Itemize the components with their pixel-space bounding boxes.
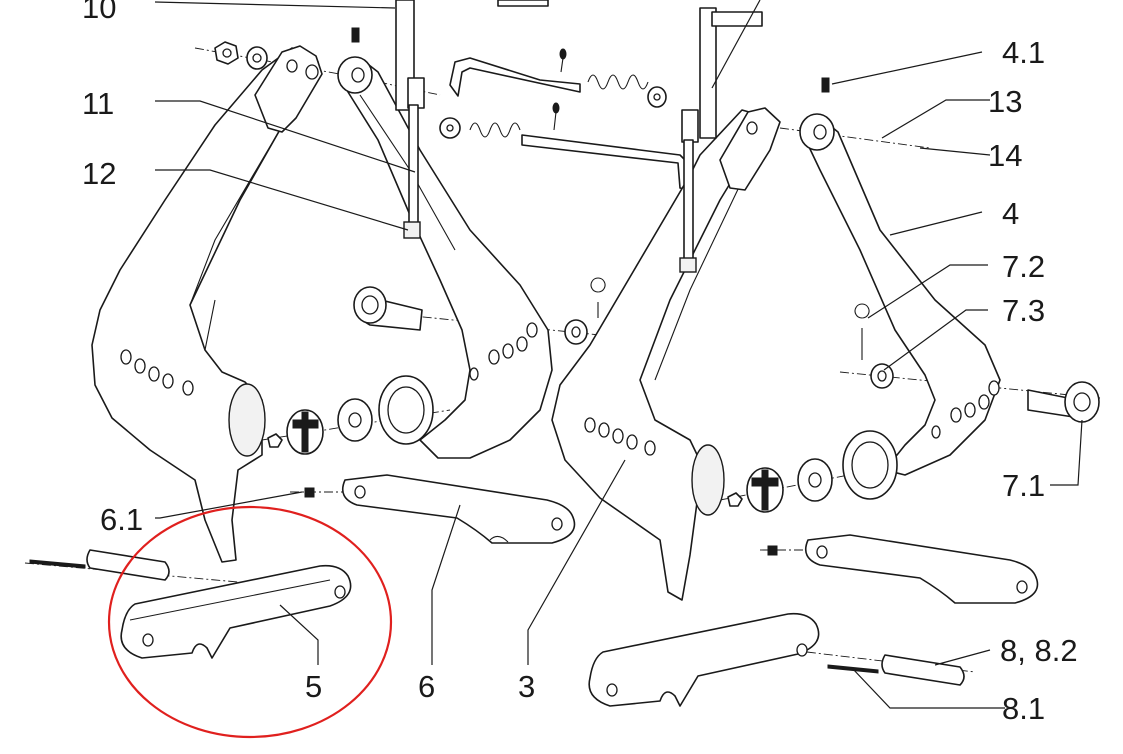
leader-lines [154, 0, 1083, 709]
spring-assembly-top [449, 48, 667, 108]
left-second-arm-holes [469, 322, 538, 381]
part-5-link [29, 549, 352, 659]
callout-13: 13 [988, 84, 1022, 119]
callout-8-8-2: 8, 8.2 [1000, 633, 1078, 668]
right-adjuster-rod [679, 7, 763, 273]
callout-7-3: 7.3 [1002, 293, 1045, 328]
callout-11: 11 [82, 86, 114, 121]
callout-3: 3 [518, 669, 535, 704]
right-link-upper [767, 534, 1039, 604]
right-arm-hole-row [584, 417, 656, 456]
right-second-arm-holes [931, 380, 1000, 439]
callout-4: 4 [1002, 196, 1019, 231]
callout-14: 14 [988, 138, 1022, 173]
left-brake-arm [91, 41, 323, 563]
callout-8-1: 8.1 [1002, 691, 1045, 726]
callout-6: 6 [418, 669, 435, 704]
callout-12: 12 [82, 156, 116, 191]
right-hub-parts [727, 303, 1100, 513]
part-5-highlight-ring [107, 505, 393, 739]
callout-7-2: 7.2 [1002, 249, 1045, 284]
callout-labels: 10 11 12 6.1 5 6 3 4.1 13 14 4 7.2 7.3 7… [82, 0, 1078, 726]
left-adjuster-rod [395, 0, 549, 239]
right-link-lower [588, 612, 965, 707]
left-arm-hole-row [120, 349, 194, 396]
callout-6-1: 6.1 [100, 502, 143, 537]
callout-5: 5 [305, 669, 322, 704]
left-hub-parts [267, 277, 606, 455]
callout-10: 10 [82, 0, 116, 25]
left-second-arm [337, 27, 553, 459]
callout-4-1: 4.1 [1002, 35, 1045, 70]
spring-assembly-bottom [439, 102, 691, 191]
part-6-link [304, 474, 576, 544]
right-brake-arm [551, 107, 781, 601]
right-second-arm [799, 77, 1001, 476]
callout-7-1: 7.1 [1002, 468, 1045, 503]
